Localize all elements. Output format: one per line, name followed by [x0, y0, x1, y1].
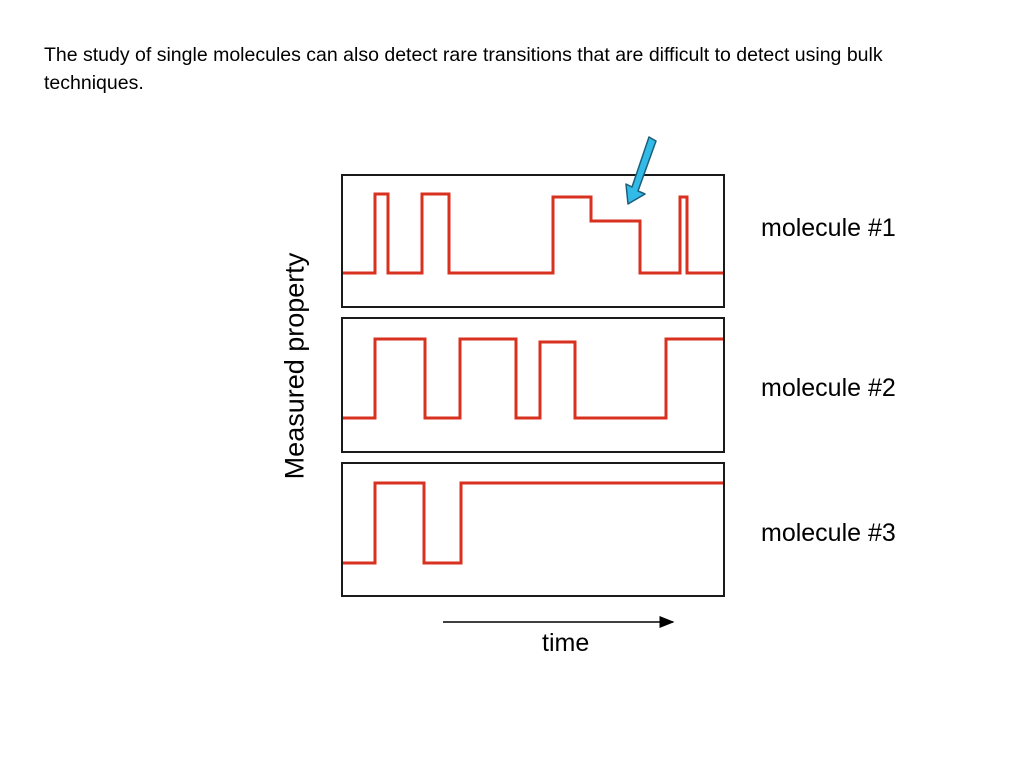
panel-molecule-3: [341, 462, 725, 597]
slide-caption: The study of single molecules can also d…: [44, 44, 883, 94]
trace-molecule-2: [343, 337, 723, 420]
panel-molecule-1: [341, 174, 725, 308]
trace-molecule-1: [343, 192, 723, 275]
label-molecule-3: molecule #3: [761, 519, 896, 547]
label-molecule-1: molecule #1: [761, 214, 896, 242]
x-axis-label: time: [542, 629, 590, 657]
label-molecule-2: molecule #2: [761, 374, 896, 402]
highlight-arrow-icon: [625, 136, 657, 205]
trace-molecule-3: [343, 481, 723, 565]
